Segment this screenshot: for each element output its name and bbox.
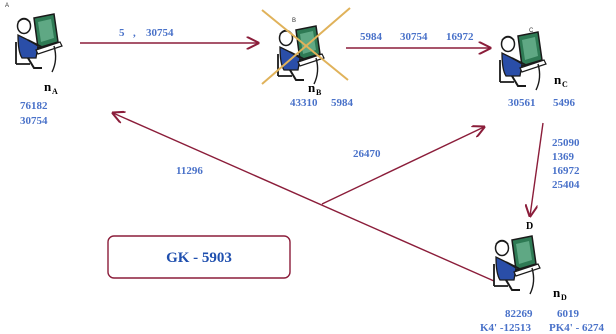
edge-a-b-label: 5 , 30754	[119, 27, 174, 39]
node-d-value-1: 82269	[505, 308, 533, 320]
edge-c-d-value-4: 25404	[552, 179, 580, 191]
edge-to-c-label: 26470	[353, 148, 381, 160]
edge-b-c-value-2: 30754	[400, 31, 428, 43]
edge-a-b-value-2: 30754	[146, 27, 174, 39]
user-computer-icon	[499, 31, 547, 91]
edge-d-a-label: 11296	[176, 165, 203, 177]
edge-c-d-value-2: 1369	[552, 151, 575, 163]
edge-c-d-label: 25090 1369 16972 25404	[552, 137, 580, 191]
group-key-box	[107, 235, 291, 279]
node-d-key-1: K4' -12513	[480, 322, 532, 334]
node-b-value-1: 43310	[290, 97, 318, 109]
node-d-key-2: PK4' - 6274	[549, 322, 604, 334]
edge-c-d-value-3: 16972	[552, 165, 580, 177]
edge-a-b-value-1: 5	[119, 27, 125, 39]
cross-out-line-2	[261, 7, 351, 85]
node-a-name: n	[44, 79, 52, 94]
node-d-value-2: 6019	[557, 308, 580, 320]
cross-out-line-1	[261, 9, 349, 81]
edge-a-b-sep: ,	[133, 27, 136, 39]
node-c: C n C 30561 5496	[499, 28, 576, 109]
node-b-letter: B	[292, 18, 296, 24]
node-a-value-2: 30754	[20, 115, 48, 127]
node-d-name: n	[553, 285, 561, 300]
node-b: B n B 43310 5984	[261, 7, 354, 109]
node-c-sub: C	[562, 80, 568, 89]
node-b-name: n	[308, 80, 316, 95]
node-c-letter: C	[529, 28, 534, 34]
user-computer-icon	[15, 13, 63, 73]
edge-b-c-value-3: 16972	[446, 31, 474, 43]
node-d-letter: D	[526, 221, 533, 232]
node-b-value-2: 5984	[331, 97, 354, 109]
node-c-value-1: 30561	[508, 97, 536, 109]
arrow-c-to-d	[530, 122, 544, 216]
user-computer-icon	[493, 235, 541, 295]
edge-c-d-value-1: 25090	[552, 137, 580, 149]
node-c-name: n	[554, 72, 562, 87]
edge-b-c-value-1: 5984	[360, 31, 383, 43]
arrow-to-c	[321, 127, 484, 205]
group-key-label: GK - 5903	[166, 250, 232, 266]
node-c-value-2: 5496	[553, 97, 576, 109]
node-b-sub: B	[316, 88, 322, 97]
edge-b-c-label: 5984 30754 16972	[360, 31, 474, 43]
arrow-d-to-a	[113, 113, 495, 282]
node-a: A n A 76182 30754	[5, 3, 63, 127]
node-a-value-1: 76182	[20, 100, 48, 112]
node-a-letter: A	[5, 3, 9, 9]
node-d: D n D 82269 6019 K4' -12513 PK4' - 6274	[480, 221, 604, 334]
node-a-sub: A	[52, 87, 58, 96]
node-d-sub: D	[561, 293, 567, 302]
